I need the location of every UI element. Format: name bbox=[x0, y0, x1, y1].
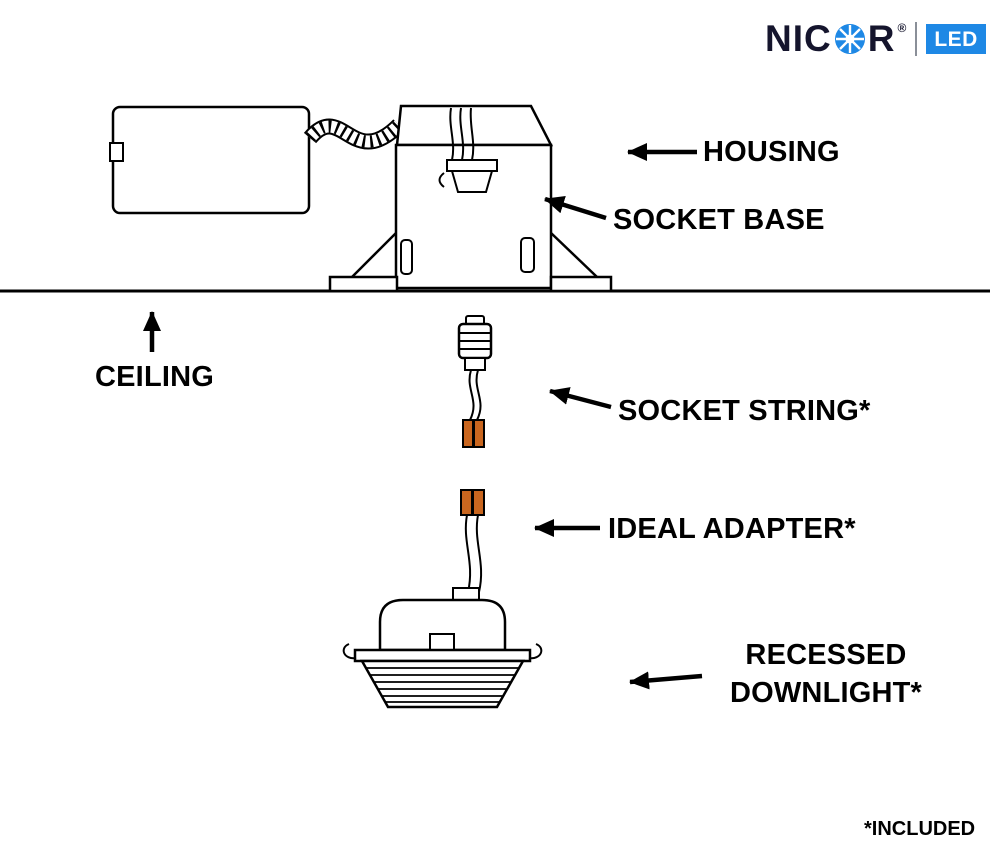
ideal-adapter-drawing bbox=[460, 489, 485, 593]
logo-divider bbox=[915, 21, 918, 56]
callout-ceiling: CEILING bbox=[95, 361, 215, 393]
socket-string-arrow-icon bbox=[549, 387, 612, 410]
footnote-included: *INCLUDED bbox=[864, 818, 976, 840]
recessed-downlight-drawing bbox=[342, 587, 543, 709]
housing-can-drawing bbox=[328, 104, 613, 293]
led-badge: LED bbox=[926, 23, 986, 54]
callout-recessed-downlight: RECESSED DOWNLIGHT* bbox=[701, 636, 951, 712]
starburst-o-icon bbox=[834, 23, 866, 55]
flex-conduit-drawing bbox=[303, 118, 405, 150]
callout-socket-string: SOCKET STRING* bbox=[618, 395, 871, 427]
callout-socket-base: SOCKET BASE bbox=[613, 204, 825, 236]
brand-text-suffix: R bbox=[867, 18, 896, 59]
socket-string-drawing bbox=[457, 315, 493, 448]
socket-base-drawing bbox=[438, 107, 498, 193]
socket-base-arrow-icon bbox=[544, 196, 607, 221]
callout-recessed-downlight-line1: RECESSED bbox=[745, 639, 907, 671]
junction-box-drawing bbox=[109, 105, 311, 215]
downlight-arrow-icon bbox=[629, 671, 703, 690]
registered-mark: ® bbox=[897, 21, 907, 35]
brand-wordmark: NIC R bbox=[765, 20, 895, 57]
callout-housing: HOUSING bbox=[703, 136, 840, 168]
callout-ideal-adapter: IDEAL ADAPTER* bbox=[608, 513, 856, 545]
brand-text-prefix: NIC bbox=[765, 18, 832, 59]
callout-recessed-downlight-line2: DOWNLIGHT* bbox=[729, 677, 923, 709]
nicor-logo: NIC R ® LED bbox=[765, 20, 986, 57]
